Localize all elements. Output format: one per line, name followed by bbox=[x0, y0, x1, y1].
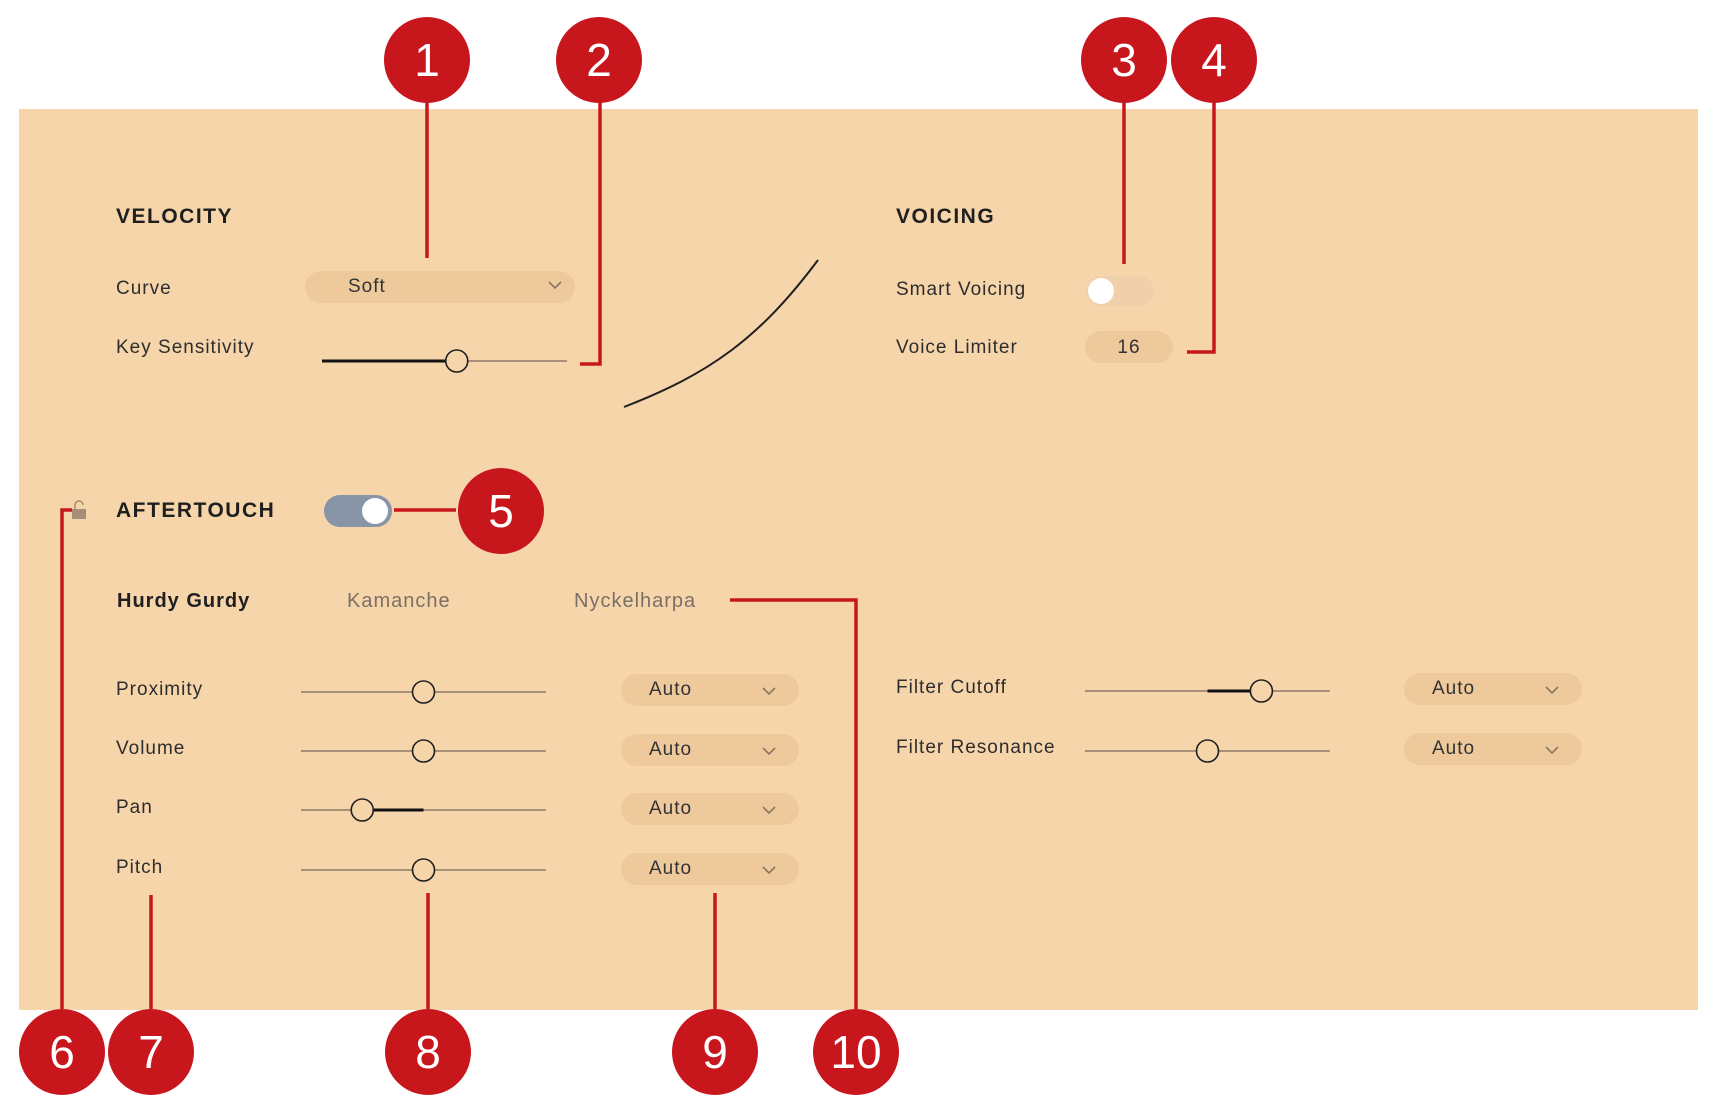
slider-track-graphic bbox=[1085, 679, 1330, 703]
callout-marker: 3 bbox=[1081, 17, 1167, 103]
toggle-knob bbox=[1088, 278, 1114, 304]
key-sensitivity-label: Key Sensitivity bbox=[116, 337, 255, 358]
slider-knob bbox=[350, 798, 375, 822]
volume-label: Volume bbox=[116, 738, 186, 759]
toggle-knob bbox=[362, 498, 388, 524]
pan-label: Pan bbox=[116, 797, 153, 818]
callout-marker: 8 bbox=[385, 1009, 471, 1095]
slider-track-graphic bbox=[322, 349, 567, 373]
pan-mode-value: Auto bbox=[649, 798, 693, 819]
filter-resonance-label: Filter Resonance bbox=[896, 737, 1056, 758]
callout-marker: 4 bbox=[1171, 17, 1257, 103]
proximity-slider[interactable] bbox=[301, 680, 546, 704]
volume-mode-dropdown[interactable]: Auto bbox=[621, 734, 799, 766]
slider-knob bbox=[411, 739, 436, 763]
smart-voicing-toggle[interactable] bbox=[1086, 276, 1154, 306]
voice-limiter-field[interactable]: 16 bbox=[1085, 331, 1173, 363]
curve-label: Curve bbox=[116, 278, 172, 299]
chevron-down-icon bbox=[762, 806, 776, 815]
proximity-mode-value: Auto bbox=[649, 679, 693, 700]
voicing-heading: VOICING bbox=[896, 205, 996, 228]
proximity-mode-dropdown[interactable]: Auto bbox=[621, 674, 799, 706]
aftertouch-heading: AFTERTOUCH bbox=[116, 499, 276, 522]
callout-marker: 6 bbox=[19, 1009, 105, 1095]
slider-track-graphic bbox=[301, 680, 546, 704]
volume-slider[interactable] bbox=[301, 739, 546, 763]
pan-mode-dropdown[interactable]: Auto bbox=[621, 793, 799, 825]
filter-cutoff-label: Filter Cutoff bbox=[896, 677, 1007, 698]
slider-knob bbox=[1195, 739, 1220, 763]
velocity-curve-graph bbox=[623, 259, 819, 408]
curve-value: Soft bbox=[348, 276, 386, 297]
filter-resonance-slider[interactable] bbox=[1085, 739, 1330, 763]
aftertouch-toggle[interactable] bbox=[324, 495, 392, 527]
proximity-label: Proximity bbox=[116, 679, 204, 700]
filter-cutoff-mode-dropdown[interactable]: Auto bbox=[1404, 673, 1582, 705]
pitch-mode-dropdown[interactable]: Auto bbox=[621, 853, 799, 885]
tab-nyckelharpa[interactable]: Nyckelharpa bbox=[574, 590, 697, 612]
filter-resonance-mode-dropdown[interactable]: Auto bbox=[1404, 733, 1582, 765]
callout-marker: 5 bbox=[458, 468, 544, 554]
pitch-slider[interactable] bbox=[301, 858, 546, 882]
callout-marker: 10 bbox=[813, 1009, 899, 1095]
chevron-down-icon bbox=[1545, 686, 1559, 695]
chevron-down-icon bbox=[762, 687, 776, 696]
callout-marker: 2 bbox=[556, 17, 642, 103]
unlocked-lock-icon[interactable] bbox=[71, 500, 87, 520]
voice-limiter-value: 16 bbox=[1117, 337, 1141, 358]
chevron-down-icon bbox=[762, 747, 776, 756]
pan-slider[interactable] bbox=[301, 798, 546, 822]
volume-mode-value: Auto bbox=[649, 739, 693, 760]
slider-track-graphic bbox=[1085, 739, 1330, 763]
voice-limiter-label: Voice Limiter bbox=[896, 337, 1018, 358]
slider-track-graphic bbox=[301, 858, 546, 882]
key-sensitivity-slider[interactable] bbox=[322, 349, 567, 373]
velocity-heading: VELOCITY bbox=[116, 205, 234, 228]
filter-resonance-mode-value: Auto bbox=[1432, 738, 1476, 759]
callout-marker: 7 bbox=[108, 1009, 194, 1095]
filter-cutoff-slider[interactable] bbox=[1085, 679, 1330, 703]
slider-knob bbox=[444, 349, 469, 373]
pitch-label: Pitch bbox=[116, 857, 164, 878]
chevron-down-icon bbox=[548, 281, 562, 290]
pitch-mode-value: Auto bbox=[649, 858, 693, 879]
tab-kamanche[interactable]: Kamanche bbox=[347, 590, 451, 612]
callout-marker: 1 bbox=[384, 17, 470, 103]
chevron-down-icon bbox=[762, 866, 776, 875]
chevron-down-icon bbox=[1545, 746, 1559, 755]
slider-knob bbox=[1249, 679, 1274, 703]
filter-cutoff-mode-value: Auto bbox=[1432, 678, 1476, 699]
tab-hurdy-gurdy[interactable]: Hurdy Gurdy bbox=[117, 590, 251, 612]
slider-knob bbox=[411, 858, 436, 882]
curve-dropdown[interactable]: Soft bbox=[305, 271, 575, 303]
settings-panel: VELOCITY Curve Soft Key Sensitivity VOIC… bbox=[19, 109, 1698, 1010]
smart-voicing-label: Smart Voicing bbox=[896, 279, 1027, 300]
slider-track-graphic bbox=[301, 798, 546, 822]
callout-marker: 9 bbox=[672, 1009, 758, 1095]
slider-knob bbox=[411, 680, 436, 704]
slider-track-graphic bbox=[301, 739, 546, 763]
